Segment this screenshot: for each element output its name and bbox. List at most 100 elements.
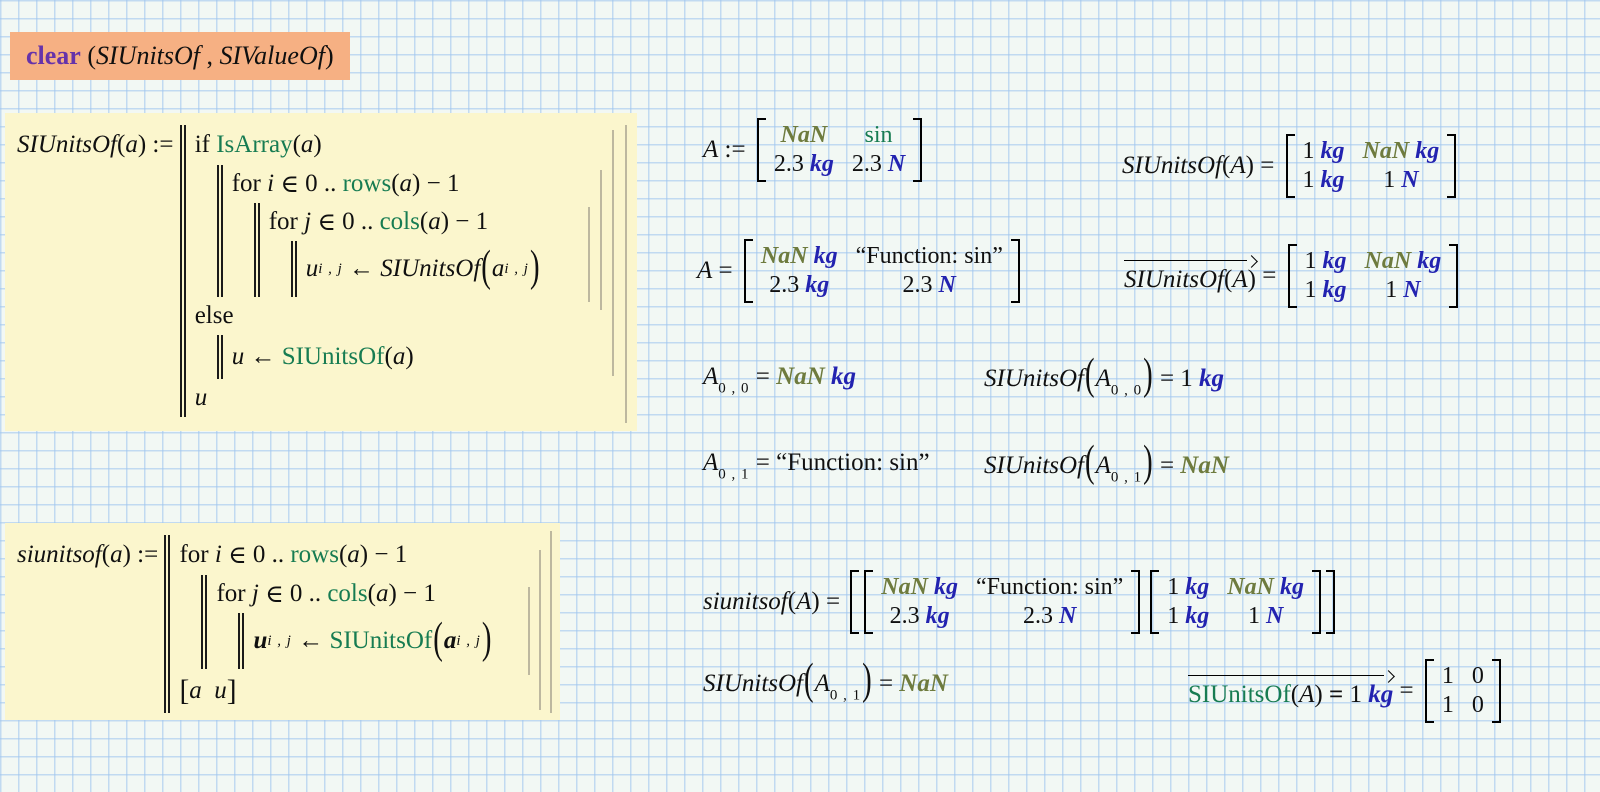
math-run: A: [1232, 266, 1248, 293]
math-run: SIUnitsOf: [96, 41, 201, 70]
math-run: a: [375, 580, 389, 607]
math-run: N: [1401, 167, 1419, 193]
math-run: (: [419, 208, 429, 235]
math-run: A: [814, 669, 830, 697]
matrix-bracket-right: [1311, 570, 1321, 634]
math-run: ,: [200, 41, 220, 70]
matrix-bracket-right: [1447, 134, 1457, 198]
math-run: 1: [1304, 248, 1323, 274]
math-run: 1: [1167, 603, 1186, 629]
math-run: kg: [1415, 138, 1440, 164]
program-bracket-bar: [216, 165, 223, 297]
math-run: A: [1230, 152, 1246, 179]
math-run: IsArray: [216, 131, 293, 158]
siunitsof-element-0-1-expression: SIUnitsOf(A0 , 1) = NaN: [984, 437, 1229, 487]
matrix-cell: NaN kg: [1365, 248, 1442, 275]
math-run: SIUnitsOf: [1124, 266, 1224, 293]
program2-body: for i ∈ 0 .. rows(a) − 1 for j ∈ 0 .. co…: [179, 535, 492, 713]
vectorize-arrow-icon: SIUnitsOf(A): [1124, 258, 1256, 294]
math-run: i , j: [504, 260, 529, 277]
math-run: 2.3: [1022, 603, 1059, 629]
program-close-line: [612, 130, 614, 376]
clear-definition-region[interactable]: clear (SIUnitsOf , SIValueOf): [10, 32, 350, 80]
math-run: 0: [342, 208, 355, 235]
program-bracket-bar: [238, 613, 245, 669]
siunitsof-element-0-1-region[interactable]: SIUnitsOf(A0 , 1) = NaN: [984, 435, 1229, 499]
matrix-grid: 1 kg NaN kg 1 kg 1 N: [1159, 570, 1312, 634]
math-run: kg: [1199, 364, 1225, 392]
math-run: 1: [1441, 663, 1454, 689]
math-run: ): [359, 541, 369, 568]
math-run: ): [1247, 266, 1256, 293]
clear-expression: clear (SIUnitsOf , SIValueOf): [26, 41, 334, 71]
math-run: 0: [252, 541, 266, 568]
math-run: siunitsof: [703, 588, 788, 615]
program-bracket-bar: [201, 575, 208, 669]
matrix-bracket-right: [1131, 570, 1141, 634]
math-run: 2.3: [851, 151, 888, 177]
math-run: =: [1153, 364, 1181, 392]
matrix-bracket-left: [1150, 570, 1160, 634]
siunitsof-element-0-1-bottom-region[interactable]: SIUnitsOf(A0 , 1) = NaN: [703, 652, 948, 718]
math-run: ..: [302, 580, 328, 607]
math-run: NaN: [760, 243, 808, 269]
program2-for-i-line: for i ∈ 0 .. rows(a) − 1: [179, 535, 492, 575]
math-run: =: [749, 362, 777, 390]
siunitsof-A-label: SIUnitsOf(A) =: [1122, 152, 1281, 180]
matrix-cell: NaN kg: [1227, 574, 1304, 601]
siunitsof-lowercase-program-region[interactable]: siunitsof(a) := for i ∈ 0 .. rows(a) − 1…: [5, 523, 560, 720]
math-run: SIUnitsOf: [1122, 152, 1222, 179]
A-element-0-1-region[interactable]: A0 , 1 = “Function: sin”: [703, 442, 930, 490]
math-run: (: [338, 541, 348, 568]
A-element-0-0-region[interactable]: A0 , 0 = NaN kg: [703, 357, 856, 403]
vectorized-comparison-label: SIUnitsOf(A) = 1 kg: [1188, 681, 1393, 708]
math-run: ..: [265, 541, 291, 568]
math-run: kg: [805, 272, 830, 298]
program2-header: siunitsof(a) :=: [17, 535, 164, 575]
math-run: NaN: [1362, 138, 1410, 164]
matrix-cell: NaN kg: [1363, 138, 1440, 165]
math-run: A: [697, 257, 713, 284]
math-run: =: [1253, 152, 1281, 179]
math-run: ): [440, 208, 450, 235]
math-run: kg: [1320, 138, 1345, 164]
math-run: rows: [290, 541, 339, 568]
matrix-cell: 1 kg: [1167, 574, 1209, 601]
math-run: “Function: sin”: [855, 243, 1003, 269]
math-run: − 1: [368, 541, 408, 568]
math-run: cols: [379, 208, 420, 235]
program-close-line: [550, 531, 552, 713]
program1-header: SIUnitsOf(a) :=: [17, 125, 180, 165]
math-run: a: [189, 677, 202, 704]
math-run: j: [251, 580, 259, 607]
math-run: (: [101, 541, 111, 568]
math-run: =: [1153, 451, 1181, 479]
math-run: ): [529, 241, 540, 291]
matrix-cell: 1 kg: [1303, 167, 1345, 194]
matrix-cell: 0: [1472, 663, 1484, 690]
math-run: =: [819, 588, 847, 615]
program1-if-body: for i ∈ 0 .. rows(a) − 1 for j ∈ 0 .. co…: [216, 165, 541, 297]
matrix-cell: 1 N: [1248, 603, 1283, 630]
math-run: NaN: [1180, 451, 1229, 479]
matrix-cell: 1: [1442, 663, 1454, 690]
math-run: i , j: [456, 632, 481, 649]
siunitsof-element-0-0-region[interactable]: SIUnitsOf(A0 , 0) = 1 kg: [984, 348, 1224, 412]
math-run: kg: [1185, 574, 1210, 600]
program-close-line: [539, 550, 541, 710]
matrix: 1 kg NaN kg 1 kg 1 N: [1150, 570, 1321, 634]
siunitsof-lowercase-result-region[interactable]: siunitsof(A) = NaN kg“Function: sin”2.3 …: [703, 558, 1335, 646]
matrix-cell: 1 kg: [1167, 603, 1209, 630]
siunitsof-uppercase-program-region[interactable]: SIUnitsOf(a) := if IsArray(a) for i ∈ 0 …: [5, 113, 637, 431]
